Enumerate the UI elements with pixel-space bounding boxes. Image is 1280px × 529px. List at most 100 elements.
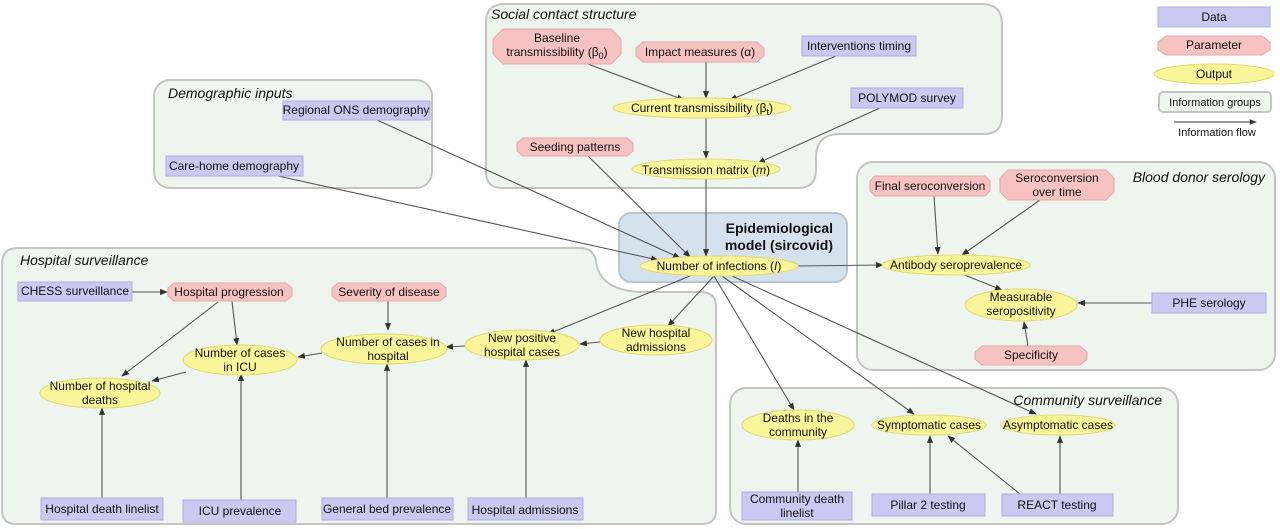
- node-pillar-2-testing: Pillar 2 testing: [871, 493, 986, 517]
- node-hospital-admissions: Hospital admissions: [467, 497, 584, 521]
- svg-text:Baseline: Baseline: [534, 31, 580, 45]
- node-hospital-progression: Hospital progression: [167, 282, 293, 302]
- edge-specificity-measurable: [1022, 321, 1029, 347]
- edge-progression-icu: [231, 300, 240, 346]
- edge-antibody-measurable: [961, 273, 1003, 291]
- svg-text:Care-home demography: Care-home demography: [169, 159, 299, 173]
- svg-text:New hospital: New hospital: [622, 326, 691, 340]
- node-asymptomatic-cases: Asymptomatic cases: [1000, 414, 1116, 436]
- edge-serotime-antibody: [961, 199, 1041, 256]
- legend-information-flow: Information flow: [1174, 119, 1257, 139]
- svg-text:Symptomatic cases: Symptomatic cases: [877, 418, 981, 432]
- legend-parameter: Parameter: [1157, 35, 1271, 56]
- legend: Data Parameter Output Information groups…: [1153, 6, 1275, 139]
- svg-text:Number of hospital: Number of hospital: [50, 379, 151, 393]
- svg-text:Number of cases: Number of cases: [195, 346, 286, 360]
- node-new-hospital-admissions: New hospital admissions: [599, 324, 713, 356]
- node-seroconversion-over-time: Seroconversion over time: [999, 169, 1115, 201]
- svg-text:Seroconversion: Seroconversion: [1015, 171, 1098, 185]
- node-polymod-survey: POLYMOD survey: [850, 87, 964, 109]
- node-number-of-infections: Number of infections (I): [639, 255, 799, 277]
- svg-text:Specificity: Specificity: [1004, 348, 1058, 362]
- svg-text:transmissibility (β0): transmissibility (β0): [506, 45, 607, 61]
- node-current-transmissibility: Current transmissibility (βt): [612, 97, 792, 119]
- svg-text:Transmission matrix (m): Transmission matrix (m): [642, 163, 770, 177]
- svg-text:hospital cases: hospital cases: [484, 345, 560, 359]
- group-title-social: Social contact structure: [491, 6, 637, 22]
- model-title-line2: model (sircovid): [725, 237, 833, 253]
- edge-polymod-matrix: [757, 107, 881, 164]
- svg-text:Number of cases in: Number of cases in: [336, 335, 439, 349]
- svg-text:seropositivity: seropositivity: [986, 304, 1055, 318]
- edge-regional-infections: [376, 119, 681, 259]
- edge-icu-deaths: [151, 371, 187, 383]
- edge-progression-deaths: [121, 301, 219, 377]
- svg-text:POLYMOD survey: POLYMOD survey: [858, 91, 956, 105]
- group-blood-donor: Blood donor serology: [856, 161, 1276, 371]
- node-baseline-transmissibility: Baseline transmissibility (β0): [492, 28, 622, 65]
- edge-infections-commdeaths: [713, 275, 795, 411]
- svg-text:community: community: [769, 425, 827, 439]
- svg-text:Deaths in the: Deaths in the: [763, 411, 834, 425]
- node-new-positive-hospital-cases: New positive hospital cases: [464, 329, 580, 361]
- node-specificity: Specificity: [974, 345, 1088, 366]
- legend-data: Data: [1157, 6, 1271, 28]
- svg-text:Final seroconversion: Final seroconversion: [875, 179, 986, 193]
- edges: [98, 55, 1152, 500]
- node-symptomatic-cases: Symptomatic cases: [871, 414, 987, 436]
- edge-newpos-hospcases: [445, 343, 467, 350]
- edge-infections-newadm: [667, 275, 715, 327]
- svg-text:Asymptomatic cases: Asymptomatic cases: [1003, 418, 1113, 432]
- svg-text:Impact measures (α): Impact measures (α): [645, 45, 755, 59]
- svg-text:ICU prevalence: ICU prevalence: [199, 504, 282, 518]
- node-number-of-cases-icu: Number of cases in ICU: [182, 344, 298, 376]
- node-regional-ons-demography: Regional ONS demography: [282, 100, 431, 121]
- svg-text:Pillar 2 testing: Pillar 2 testing: [890, 498, 965, 512]
- svg-text:Information groups: Information groups: [1169, 97, 1261, 109]
- svg-text:Hospital admissions: Hospital admissions: [472, 503, 579, 517]
- svg-text:admissions: admissions: [626, 340, 686, 354]
- edge-seeding-infections: [587, 155, 691, 258]
- node-number-of-cases-hospital: Number of cases in hospital: [320, 333, 448, 365]
- svg-text:Number of infections (I): Number of infections (I): [657, 259, 782, 273]
- edge-infections-asymptomatic: [731, 275, 1037, 415]
- node-measurable-seropositivity: Measurable seropositivity: [964, 288, 1078, 322]
- svg-text:Measurable: Measurable: [990, 290, 1053, 304]
- edge-infections-symptomatic: [721, 275, 915, 415]
- node-phe-serology: PHE serology: [1151, 292, 1267, 314]
- svg-text:New positive: New positive: [488, 331, 556, 345]
- node-react-testing: REACT testing: [1001, 493, 1114, 517]
- svg-text:Severity of disease: Severity of disease: [338, 285, 440, 299]
- svg-text:CHESS surveillance: CHESS surveillance: [21, 284, 129, 298]
- edge-newadm-newpos: [579, 340, 601, 347]
- node-severity-of-disease: Severity of disease: [331, 282, 447, 302]
- svg-text:deaths: deaths: [82, 393, 118, 407]
- edge-react-symptomatic: [947, 435, 1021, 495]
- svg-text:Hospital progression: Hospital progression: [174, 285, 283, 299]
- model-title-line1: Epidemiological: [726, 220, 833, 236]
- edge-infections-antibody: [797, 262, 884, 269]
- node-final-seroconversion: Final seroconversion: [869, 175, 991, 197]
- edge-interventions-current: [729, 55, 837, 101]
- node-chess-surveillance: CHESS surveillance: [17, 281, 133, 302]
- svg-text:Regional ONS demography: Regional ONS demography: [283, 103, 430, 117]
- node-transmission-matrix: Transmission matrix (m): [631, 158, 781, 180]
- edge-baseline-current: [587, 63, 685, 101]
- node-number-of-hospital-deaths: Number of hospital deaths: [39, 377, 161, 409]
- svg-text:PHE serology: PHE serology: [1172, 296, 1245, 310]
- svg-text:Antibody seroprevalence: Antibody seroprevalence: [890, 258, 1022, 272]
- edge-infections-newpos: [547, 275, 691, 335]
- group-title-hospital: Hospital surveillance: [20, 252, 149, 268]
- svg-text:linelist: linelist: [780, 506, 814, 520]
- legend-information-groups: Information groups: [1158, 91, 1272, 113]
- svg-text:General bed prevalence: General bed prevalence: [323, 502, 451, 516]
- node-general-bed-prevalence: General bed prevalence: [321, 497, 454, 521]
- svg-text:hospital: hospital: [367, 349, 408, 363]
- svg-text:over time: over time: [1032, 185, 1082, 199]
- svg-text:Hospital death linelist: Hospital death linelist: [45, 502, 159, 516]
- node-antibody-seroprevalence: Antibody seroprevalence: [881, 254, 1031, 276]
- node-seeding-patterns: Seeding patterns: [516, 137, 634, 157]
- node-deaths-in-community: Deaths in the community: [741, 409, 855, 441]
- group-title-demographic: Demographic inputs: [168, 85, 293, 101]
- edge-carehome-infections: [277, 175, 659, 262]
